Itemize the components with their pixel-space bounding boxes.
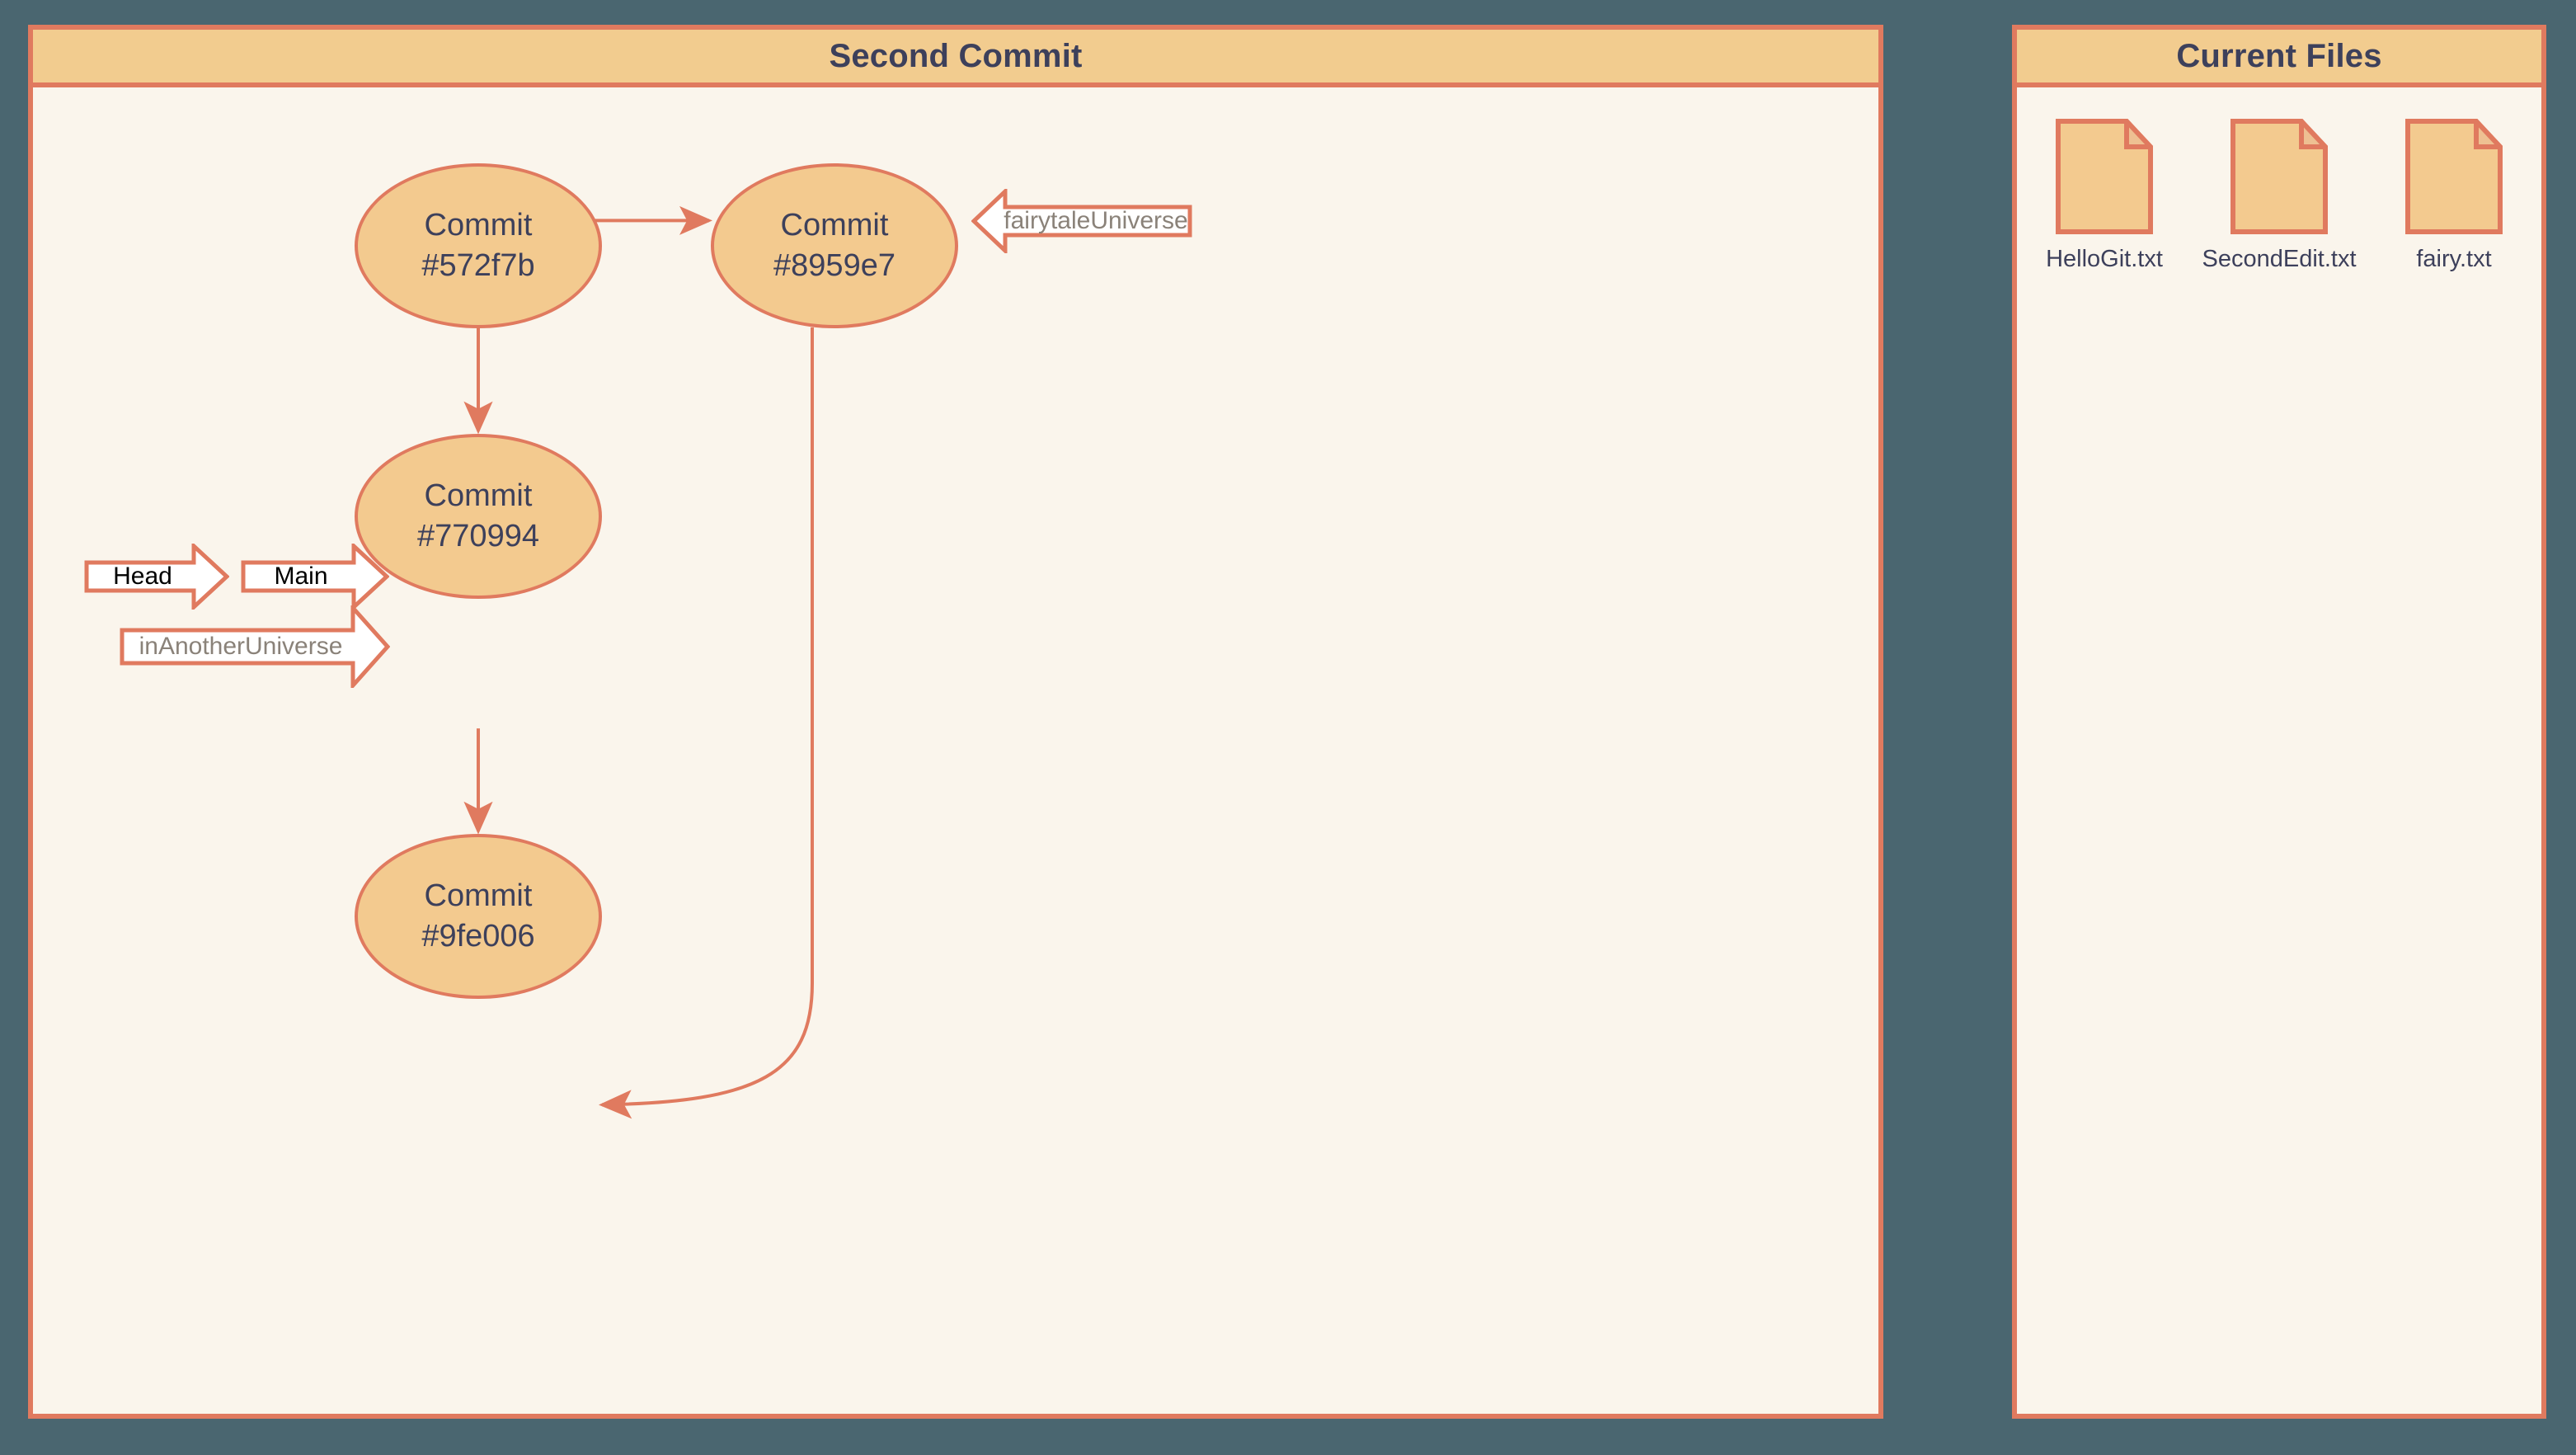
commit-graph-panel: Second Commit Commit [28,25,1883,1419]
file-document-icon [2230,115,2331,234]
graph-panel-body: Commit #572f7b Commit #8959e7 Commit #77… [33,87,1878,1414]
commit-label-line1: Commit [424,208,533,243]
branch-tag-in-another-universe[interactable]: inAnotherUniverse [120,605,390,688]
commit-hash-770994: #770994 [417,519,539,553]
commit-label-line1: Commit [424,878,533,914]
tag-arrow-right-icon [241,544,389,610]
file-document-icon [2405,115,2506,234]
file-list: HelloGit.txt SecondEdit.txt [2017,115,2541,273]
tag-arrow-right-icon [120,605,390,688]
file-name-label: HelloGit.txt [2046,246,2163,272]
tag-arrow-right-icon [84,544,229,610]
file-item-secondedit[interactable]: SecondEdit.txt [2201,115,2357,273]
commit-node-770994[interactable]: Commit #770994 [355,434,602,599]
commit-label-line1: Commit [780,208,889,243]
edge-c2-c4 [599,327,814,1119]
commit-hash-572f7b: #572f7b [421,248,535,283]
file-name-label: SecondEdit.txt [2202,246,2357,272]
files-panel-title: Current Files [2017,30,2541,87]
ref-tag-head[interactable]: Head [84,544,229,610]
files-panel-body: HelloGit.txt SecondEdit.txt [2017,87,2541,1414]
file-document-icon [2056,115,2156,234]
file-item-fairy[interactable]: fairy.txt [2376,115,2532,273]
commit-node-572f7b[interactable]: Commit #572f7b [355,163,602,328]
file-item-hellogit[interactable]: HelloGit.txt [2026,115,2183,273]
commit-label-line1: Commit [424,478,533,514]
tag-label-head: Head [113,563,172,590]
file-name-label: fairy.txt [2416,246,2492,272]
commit-hash-9fe006: #9fe006 [421,919,535,954]
graph-panel-title: Second Commit [33,30,1878,87]
tag-label-fairytale-universe: fairytaleUniverse [1004,207,1188,234]
ref-tag-main[interactable]: Main [241,544,389,610]
edge-layer [463,205,814,1119]
tag-arrow-left-icon [971,189,1192,253]
commit-node-9fe006[interactable]: Commit #9fe006 [355,834,602,999]
tag-label-in-another-universe: inAnotherUniverse [139,633,343,660]
commit-node-8959e7[interactable]: Commit #8959e7 [711,163,958,328]
commit-hash-8959e7: #8959e7 [773,248,895,283]
branch-tag-fairytale-universe[interactable]: fairytaleUniverse [971,189,1192,253]
tag-label-main: Main [274,563,328,590]
current-files-panel: Current Files HelloGit.txt [2012,25,2546,1419]
